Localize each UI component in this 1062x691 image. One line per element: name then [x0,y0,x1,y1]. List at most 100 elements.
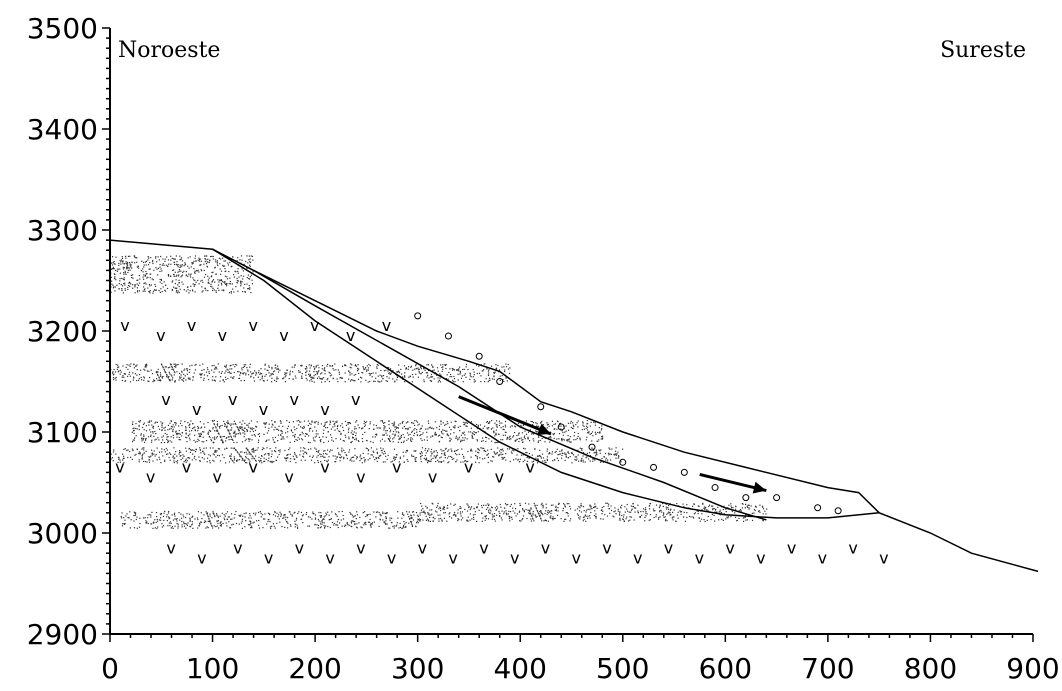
stipple-dot [127,375,129,377]
stipple-dot [441,450,443,452]
stipple-dot [529,440,531,442]
stipple-dot [465,421,467,423]
stipple-dot [364,511,366,513]
stipple-dot [292,455,294,457]
stipple-dot [572,422,574,424]
stipple-dot [645,511,647,513]
stipple-dot [578,505,580,508]
stipple-dot [229,280,231,283]
stipple-dot [579,437,581,439]
stipple-dot [293,366,295,368]
stipple-dot [238,377,241,379]
volcanic-symbol: v [120,316,129,335]
stipple-dot [460,513,462,515]
stipple-dot [534,505,536,507]
stipple-dot [190,449,192,451]
stipple-dot [392,378,394,380]
stipple-dot [355,526,358,528]
stipple-dot [410,514,412,516]
stipple-dot [758,510,760,513]
stipple-dot [385,455,387,457]
stipple-dot [285,457,287,459]
stipple-dot [547,423,549,425]
stipple-dot [228,521,230,523]
stipple-dot [705,509,708,511]
stipple-dot [246,429,248,431]
stipple-dot [373,451,375,453]
stipple-dot [265,440,267,443]
stipple-dot [342,429,345,432]
stipple-dot [275,380,278,382]
stipple-dot [215,451,217,453]
stipple-dot [208,518,210,520]
stipple-dot [469,513,471,515]
stipple-dot [601,513,603,515]
stipple-dot [562,507,564,510]
stipple-dot [329,365,331,367]
stipple-dot [203,374,205,376]
stipple-dot [411,373,414,376]
stipple-dot [275,428,277,430]
stipple-dot [332,365,334,367]
stipple-dot [502,448,504,450]
stipple-dot [320,523,322,525]
stipple-dot [148,268,150,270]
stipple-dot [313,513,315,515]
stipple-dot [284,526,286,528]
stipple-dot [324,370,326,372]
stipple-dot [192,283,194,285]
stipple-dot [320,423,322,425]
stipple-dot [398,437,400,439]
stipple-dot [573,435,575,437]
stipple-dot [506,366,508,368]
stipple-dot [395,525,397,527]
stipple-dot [143,286,145,288]
y-tick-label: 3400 [27,113,98,146]
stipple-dot [298,370,300,372]
stipple-dot [151,511,153,513]
stipple-dot [619,512,621,514]
stipple-dot [463,424,465,426]
stipple-dot [665,503,667,505]
stipple-dot [200,264,202,266]
stipple-dot [461,375,463,377]
stipple-dot [485,450,487,452]
stipple-dot [529,429,531,431]
stipple-dot [467,520,469,522]
stipple-dot [401,373,403,375]
stipple-dot [236,280,238,282]
stipple-dot [611,448,613,450]
stipple-dot [159,270,161,272]
stipple-dot [420,509,422,511]
stipple-dot [172,437,174,439]
stipple-dot [199,460,201,462]
stipple-dot [386,376,388,378]
stipple-dot [592,458,594,460]
stipple-dot [452,368,454,370]
stipple-dot [337,526,339,529]
stipple-dot [162,366,164,368]
stipple-dot [732,507,734,509]
stipple-dot [683,505,685,508]
stipple-dot [305,374,307,376]
stipple-dot [326,461,329,463]
stipple-dot [487,461,489,464]
stipple-dot [589,517,591,519]
stipple-dot [184,368,186,370]
stipple-dot [322,455,324,457]
stipple-dot [570,422,572,424]
stipple-dot [230,513,233,515]
stipple-dot [208,372,210,374]
stipple-dot [515,508,517,510]
stipple-dot [229,292,231,294]
stipple-dot [311,380,313,382]
stipple-dot [444,448,447,450]
stipple-dot [677,511,679,513]
stipple-dot [117,366,119,368]
stipple-dot [253,377,255,379]
stipple-dot [240,372,242,374]
stipple-dot [389,431,391,433]
stipple-dot [110,276,112,278]
stipple-dot [418,423,420,425]
stipple-dot [325,525,327,527]
